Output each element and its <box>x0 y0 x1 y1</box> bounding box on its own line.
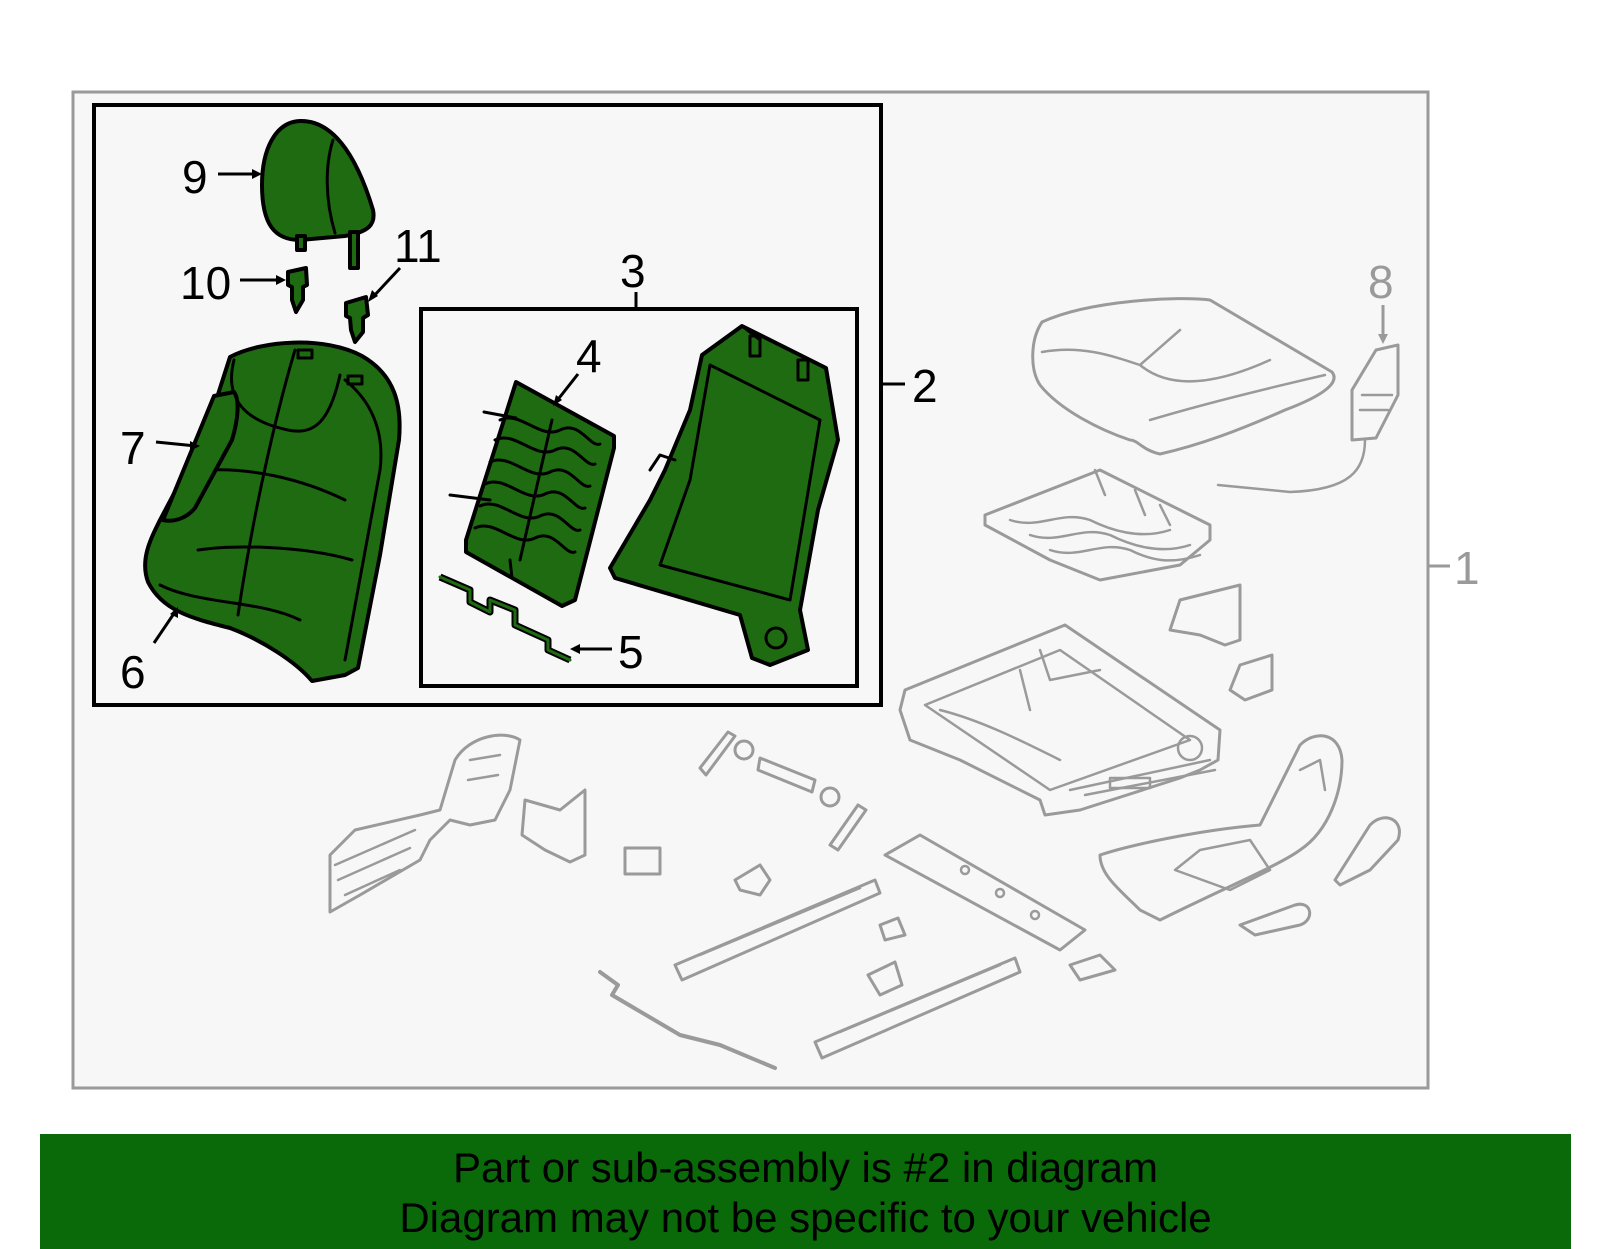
side-shield-icon <box>1098 734 1344 922</box>
callout-7: 7 <box>120 422 146 474</box>
lumbar-support-icon[interactable] <box>448 380 616 608</box>
callout-2: 2 <box>912 360 938 412</box>
parts-diagram: 9 10 11 7 6 4 5 3 2 8 1 <box>71 90 1480 1090</box>
callout-8: 8 <box>1368 256 1394 308</box>
subassembly-2-box[interactable] <box>92 103 883 707</box>
subassembly-3-box[interactable] <box>419 307 859 688</box>
callout-3: 3 <box>620 245 646 297</box>
side-airbag-icon <box>1216 343 1400 494</box>
banner-line-1: Part or sub-assembly is #2 in diagram <box>453 1144 1158 1191</box>
banner-line-2: Diagram may not be specific to your vehi… <box>399 1194 1212 1241</box>
seat-track-icon <box>673 833 1087 1060</box>
seat-frame-icon <box>898 623 1222 817</box>
callout-10: 10 <box>180 257 231 309</box>
support-wire-icon[interactable] <box>438 573 572 664</box>
callout-4: 4 <box>576 330 602 382</box>
recliner-cover-icon <box>328 733 522 914</box>
headrest-guide-icon[interactable] <box>286 266 309 314</box>
info-banner: Part or sub-assembly is #2 in diagram Di… <box>40 1134 1571 1249</box>
headrest-icon[interactable] <box>260 118 376 270</box>
callout-5: 5 <box>618 626 644 678</box>
callout-9: 9 <box>182 151 208 203</box>
seatback-frame-icon[interactable] <box>608 324 840 667</box>
seatback-pad-icon[interactable] <box>161 390 240 523</box>
callout-11: 11 <box>394 220 442 272</box>
callout-1: 1 <box>1454 542 1480 594</box>
callout-6: 6 <box>120 646 146 698</box>
headrest-guide-icon-2[interactable] <box>344 295 370 344</box>
cushion-spring-icon <box>983 468 1212 582</box>
seat-cushion-icon <box>1031 297 1336 456</box>
